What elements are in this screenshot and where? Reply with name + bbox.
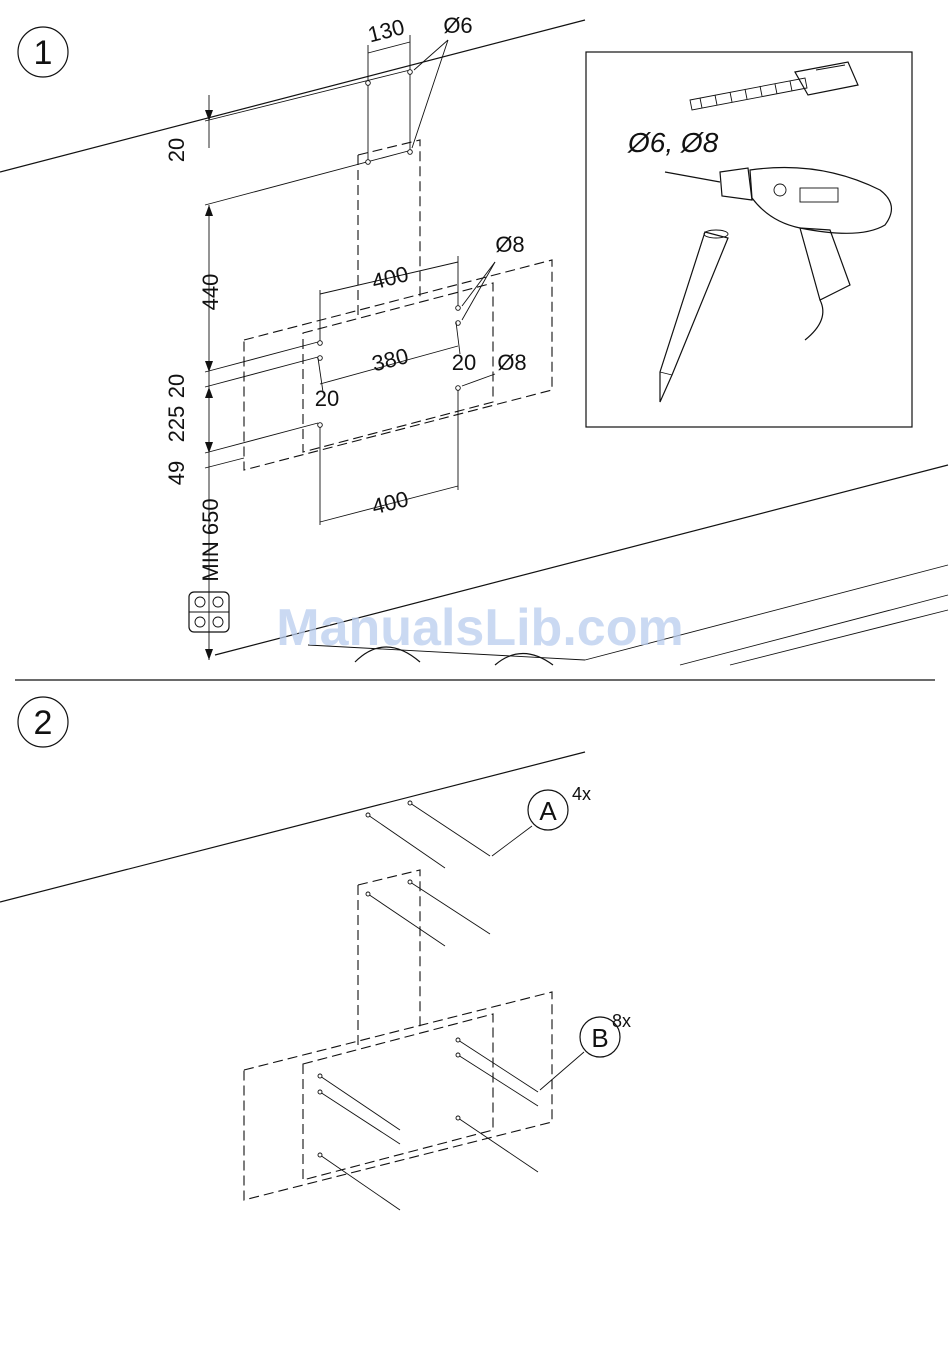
step-2-number: 2 — [34, 704, 53, 742]
callout-a: A 4x — [492, 784, 591, 856]
dim-380: 380 — [369, 343, 411, 376]
screw — [458, 1040, 538, 1092]
pencil-icon — [660, 230, 728, 402]
dim-diameter-6: Ø6 — [443, 13, 472, 38]
dim-20-side: 20 — [164, 374, 189, 398]
step-2: 2 — [0, 697, 631, 1210]
callout-a-letter: A — [539, 796, 557, 826]
watermark: ManualsLib.com — [276, 599, 683, 657]
dim-20-left: 20 — [315, 386, 339, 411]
dim-130: 130 — [365, 14, 407, 47]
screw — [410, 803, 490, 856]
dim-440: 440 — [198, 274, 223, 311]
dim-diameter-8-top: Ø8 — [495, 232, 524, 257]
chimney-outline — [358, 140, 420, 320]
screw — [320, 1092, 400, 1144]
screw — [458, 1055, 538, 1106]
hole — [456, 386, 461, 391]
hole — [318, 341, 323, 346]
tools-panel-frame — [586, 52, 912, 427]
dim-49: 49 — [164, 461, 189, 485]
screw — [368, 894, 445, 946]
chimney-outline-step-2 — [358, 870, 420, 1050]
hood-inner-outline-step-2 — [303, 1014, 493, 1180]
screws-a — [366, 801, 490, 946]
drill-icon — [665, 168, 891, 341]
leader-lines — [318, 40, 495, 392]
dim-20-right: 20 — [452, 350, 476, 375]
step-1: 1 — [0, 13, 948, 665]
hood-outer-outline-step-2 — [244, 992, 552, 1200]
screws-b — [318, 1038, 538, 1210]
dim-20-top: 20 — [164, 138, 189, 162]
dim-400-bottom: 400 — [369, 486, 411, 519]
tape-measure-icon — [690, 62, 858, 110]
drill-sizes-label: Ø6, Ø8 — [627, 127, 719, 158]
dim-400-top: 400 — [369, 261, 411, 294]
ceiling-line — [0, 20, 585, 172]
tools-panel: Ø6, Ø8 — [586, 52, 912, 427]
callout-b-qty: 8x — [612, 1011, 631, 1031]
ceiling-line-step-2 — [0, 752, 585, 902]
callout-b: B 8x — [540, 1011, 631, 1090]
dim-min-650: MIN 650 — [198, 498, 223, 581]
mounting-holes — [318, 70, 461, 428]
screw — [368, 815, 445, 868]
hole — [408, 150, 413, 155]
screw — [458, 1118, 538, 1172]
dim-225: 225 — [164, 406, 189, 443]
hole — [408, 70, 413, 75]
hole — [456, 306, 461, 311]
hole — [318, 423, 323, 428]
callout-a-qty: 4x — [572, 784, 591, 804]
screw — [320, 1076, 400, 1130]
callout-b-letter: B — [591, 1023, 608, 1053]
hole — [366, 81, 371, 86]
step-1-number: 1 — [34, 34, 53, 72]
dim-diameter-8-right: Ø8 — [497, 350, 526, 375]
screw — [410, 882, 490, 934]
hole — [366, 160, 371, 165]
